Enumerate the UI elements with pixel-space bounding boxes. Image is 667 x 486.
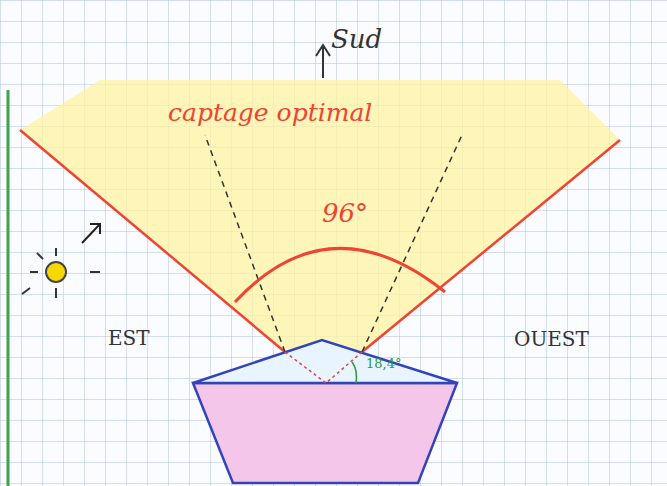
limit-line xyxy=(362,140,620,352)
direction-label: EST xyxy=(108,328,150,348)
limit-line xyxy=(20,130,285,352)
optimal-line xyxy=(205,135,285,352)
margin-line xyxy=(7,90,10,486)
building-front xyxy=(193,340,457,383)
construction-line xyxy=(326,352,362,383)
optimal-line xyxy=(362,135,462,352)
direction-label: OUEST xyxy=(514,329,589,349)
sunlight-fan xyxy=(20,80,620,352)
north-arrow xyxy=(316,45,330,78)
caption-label: captage optimal xyxy=(168,100,372,125)
angle-arc-small xyxy=(352,362,357,383)
angle-label: 96° xyxy=(322,200,368,226)
building-body xyxy=(193,383,457,483)
sun-symbol xyxy=(22,224,100,298)
angle-label: 18,4° xyxy=(366,357,401,370)
angle-arc xyxy=(235,248,445,302)
construction-line xyxy=(285,352,326,383)
direction-label: Sud xyxy=(331,26,382,52)
